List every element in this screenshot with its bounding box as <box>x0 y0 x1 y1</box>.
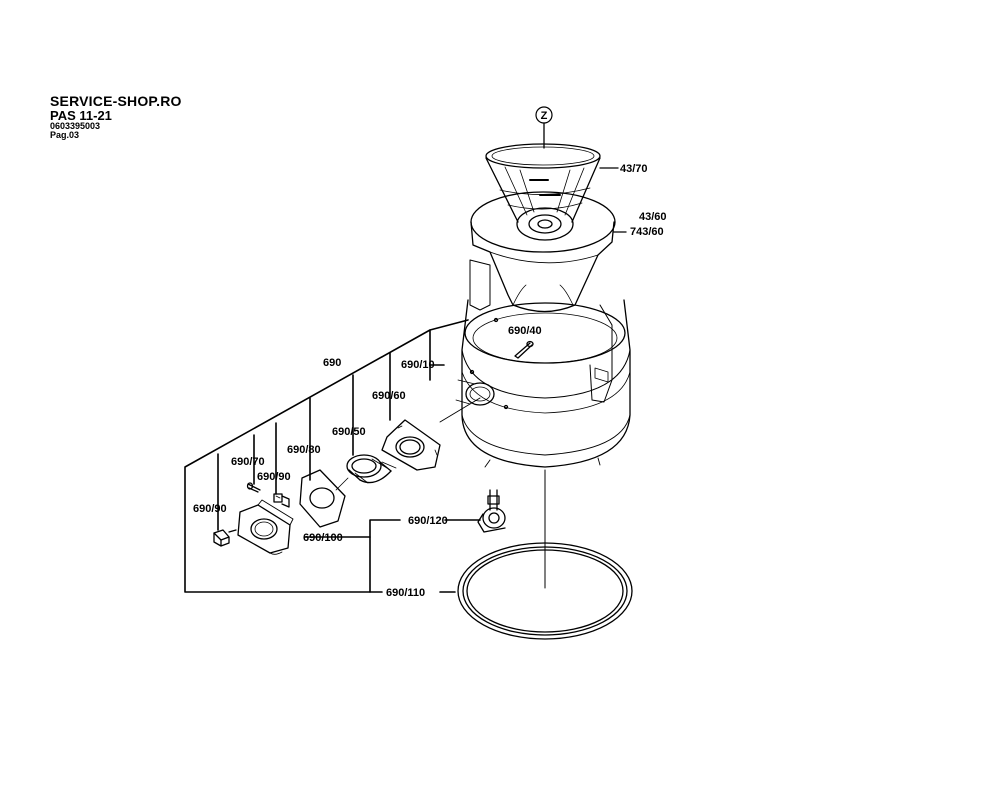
label-43-70: 43/70 <box>620 163 648 175</box>
caster-wheel <box>477 489 506 533</box>
model-name: PAS 11-21 <box>50 108 112 123</box>
label-743-60: 743/60 <box>630 226 664 238</box>
label-690-60: 690/60 <box>372 390 406 402</box>
leader-lines <box>184 319 481 593</box>
callout-z-letter: Z <box>541 110 548 122</box>
part-number: 0603395003 <box>50 121 101 131</box>
label-690-80: 690/80 <box>287 444 321 456</box>
hose-inlet-cover <box>237 499 294 555</box>
callout-z: Z <box>535 106 553 149</box>
label-43-60: 43/60 <box>639 211 667 223</box>
gasket <box>299 469 349 528</box>
screw-small <box>246 482 261 493</box>
label-690-100: 690/100 <box>303 532 343 544</box>
filter-basket <box>485 143 619 241</box>
label-690-40: 690/40 <box>508 325 542 337</box>
connection-sleeve <box>346 454 397 484</box>
filter-funnel <box>470 191 627 313</box>
clip-lower <box>213 529 237 547</box>
clip-upper <box>273 493 290 508</box>
drawing-header: SERVICE-SHOP.RO PAS 11-21 0603395003 Pag… <box>50 94 182 140</box>
label-690-70: 690/70 <box>231 456 265 468</box>
label-690-50: 690/50 <box>332 426 366 438</box>
label-690: 690 <box>323 357 341 369</box>
page-number: Pag.03 <box>50 130 80 140</box>
site-name: SERVICE-SHOP.RO <box>50 93 182 109</box>
label-690-10: 690/10 <box>401 359 435 371</box>
label-690-110: 690/110 <box>386 587 425 599</box>
container-body <box>455 259 631 468</box>
screw <box>514 340 534 359</box>
label-690-90-lower: 690/90 <box>193 503 227 515</box>
label-690-120: 690/120 <box>408 515 448 527</box>
flange-plate <box>381 397 481 471</box>
label-690-90-upper: 690/90 <box>257 471 291 483</box>
